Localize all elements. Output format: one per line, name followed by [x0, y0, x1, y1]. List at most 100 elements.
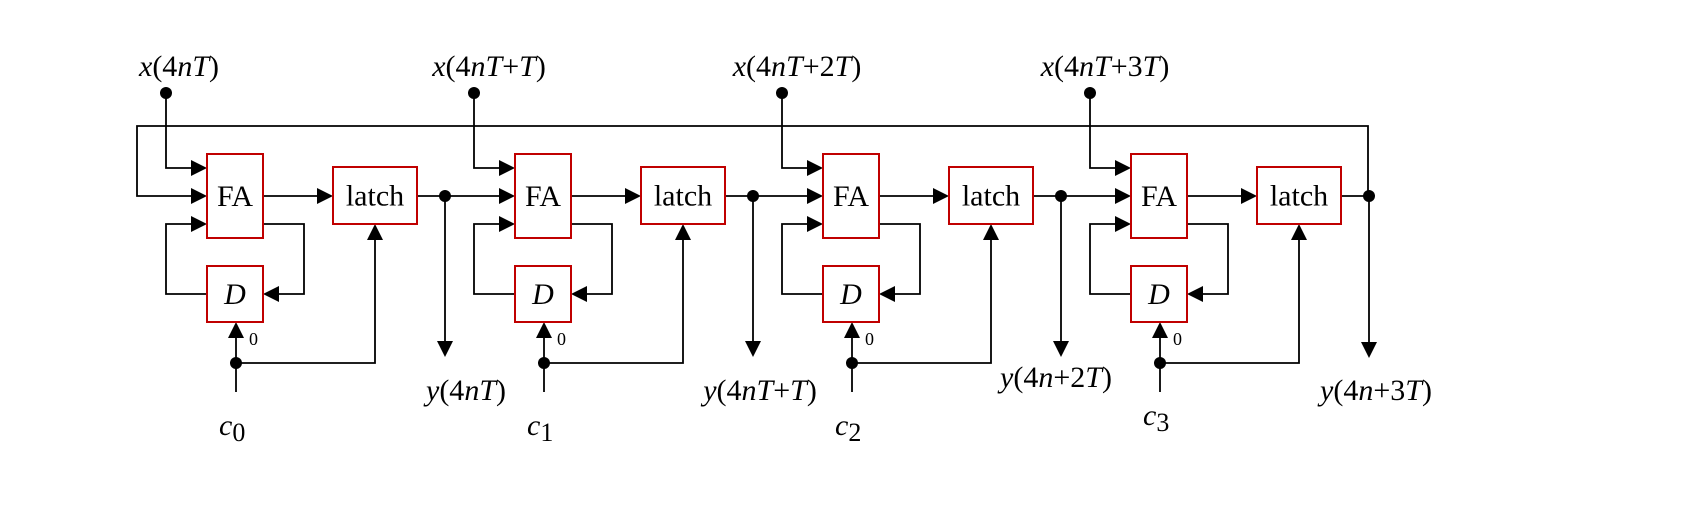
- stage-0-output-label: y(4nT): [423, 374, 506, 407]
- stage-0-latch-label: latch: [346, 180, 404, 213]
- stage-2-control-label: c2: [835, 409, 861, 447]
- stage-1-input-label-part: n: [471, 50, 486, 83]
- stage-0-carry-in-arrow: [191, 216, 207, 232]
- stage-3-delay: [1130, 265, 1188, 323]
- stage-0-delay-label: D: [223, 278, 246, 311]
- stage-1-output-label-part: +: [773, 374, 790, 407]
- stage-2-output-label-part: T: [1085, 361, 1104, 394]
- stage-3-init-value: 0: [1173, 329, 1182, 349]
- stage-3-full-adder: [1130, 153, 1188, 239]
- stage-3-input-label-part: n: [1079, 50, 1094, 83]
- stage-0-carry-out-wire: [263, 223, 305, 295]
- stage-2-full-adder: [822, 153, 880, 239]
- stage-3-carry-out-wire: [1187, 223, 1229, 295]
- stage-2-output-arrow: [1053, 341, 1069, 357]
- stage-3-control-sub: 3: [1156, 408, 1169, 437]
- stage-3-input-label-part: T: [1143, 50, 1162, 83]
- stage-1-output-label-part: T: [757, 374, 776, 407]
- stage-1-input-label-part: x: [431, 50, 446, 83]
- stage-2-control-base: c: [835, 409, 848, 442]
- stage-0-output-label-part: (4: [439, 374, 464, 407]
- stage-3-carry-in-arrow: [1115, 216, 1131, 232]
- stage-1-control-latch-wire: [544, 226, 684, 364]
- stage-2-latch-label: latch: [962, 180, 1020, 213]
- stage-2-carry-in-wire: [781, 223, 823, 295]
- stage-1-delay: [514, 265, 572, 323]
- stage-0-control-sub: 0: [232, 418, 245, 447]
- stage-2-input-label-part: T: [786, 50, 805, 83]
- stage-3-output-label-part: y: [1317, 374, 1334, 407]
- stage-2-fa-latch-arrow: [933, 188, 949, 204]
- stage-1-full-adder: [514, 153, 572, 239]
- stage-2-init-value: 0: [865, 329, 874, 349]
- stage-3-output-label-part: n: [1358, 374, 1373, 407]
- stage-1-input-arrow: [499, 160, 515, 176]
- stage-0-control-label: c0: [219, 409, 245, 447]
- stage-0-control-latch-arrow: [367, 224, 383, 240]
- stage-3-input-label-part: (4: [1054, 50, 1079, 83]
- stage-1-output-arrow: [745, 341, 761, 357]
- stage-3-fa-latch-arrow: [1241, 188, 1257, 204]
- stage-1-input-label-part: (4: [446, 50, 471, 83]
- stage-2-input-label-part: T: [835, 50, 854, 83]
- stage-3-full-adder-label: FA: [1141, 180, 1177, 213]
- stage-3-carry-out-arrow: [1187, 286, 1203, 302]
- stage-2-input-label-part: (4: [746, 50, 771, 83]
- stage-3-input-arrow: [1115, 160, 1131, 176]
- stage-3-control-arrow: [1152, 322, 1168, 338]
- stage-0-input-arrow: [191, 160, 207, 176]
- stage-2-control-latch-wire: [852, 226, 992, 364]
- stage-3-carry-in-wire: [1089, 223, 1131, 295]
- stage-3-control-latch-arrow: [1291, 224, 1307, 240]
- stage-2-carry-out-wire: [879, 223, 921, 295]
- stage-1-output-label: y(4nT+T): [700, 374, 817, 407]
- stage-0-carry-out-arrow: [263, 286, 279, 302]
- stage-0-control-base: c: [219, 409, 232, 442]
- stage-0-output-label-part: n: [464, 374, 479, 407]
- stage-1-input-label-part: T: [486, 50, 505, 83]
- stage-1-output-label-part: y: [700, 374, 717, 407]
- stage-3-input-label-part: x: [1040, 50, 1055, 83]
- stage-0-input-label-part: x: [138, 50, 153, 83]
- feedback-wire: [136, 125, 1369, 197]
- stage-0-output-label-part: T: [479, 374, 498, 407]
- stage-0-carry-in-wire: [165, 223, 207, 295]
- stage-2-input-label-part: n: [771, 50, 786, 83]
- stage-3-control-base: c: [1143, 399, 1156, 432]
- stage-3-input-label-part: T: [1094, 50, 1113, 83]
- stage-2-chain-arrow: [1115, 188, 1131, 204]
- stage-0-control-latch-wire: [236, 226, 376, 364]
- stage-1-control-label: c1: [527, 409, 553, 447]
- stage-3-output-label-part: +3: [1373, 374, 1405, 407]
- stage-2-input-label-part: x: [732, 50, 747, 83]
- stage-1-control-base: c: [527, 409, 540, 442]
- stage-2-input-label: x(4nT+2T): [732, 50, 862, 83]
- stage-1-input-label: x(4nT+T): [431, 50, 546, 83]
- stage-3-latch: [1256, 166, 1342, 225]
- stage-1-input-label-part: +: [502, 50, 519, 83]
- stage-3-latch-label: latch: [1270, 180, 1328, 213]
- stage-1-latch-label: latch: [654, 180, 712, 213]
- stage-1-output-label-part: (4: [717, 374, 742, 407]
- stage-3-output-label-part: (4: [1333, 374, 1358, 407]
- stage-0-input-wire: [165, 93, 205, 169]
- stage-1-carry-out-wire: [571, 223, 613, 295]
- stage-2-carry-in-arrow: [807, 216, 823, 232]
- stage-2-carry-out-arrow: [879, 286, 895, 302]
- feedback-arrow: [191, 188, 207, 204]
- stage-2-output-label: y(4n+2T): [997, 361, 1112, 394]
- stage-1-full-adder-label: FA: [525, 180, 561, 213]
- stage-1-control-sub: 1: [540, 418, 553, 447]
- stage-0-input-label-part: n: [177, 50, 192, 83]
- stage-1-fa-latch-arrow: [625, 188, 641, 204]
- stage-3-control-latch-wire: [1160, 226, 1300, 364]
- stage-2-input-label-part: +2: [803, 50, 835, 83]
- stage-0-chain-arrow: [499, 188, 515, 204]
- stage-1-control-latch-arrow: [675, 224, 691, 240]
- stage-2-output-label-part: n: [1038, 361, 1053, 394]
- stage-2-input-arrow: [807, 160, 823, 176]
- stage-3-output-label-part: T: [1405, 374, 1424, 407]
- stage-1-latch: [640, 166, 726, 225]
